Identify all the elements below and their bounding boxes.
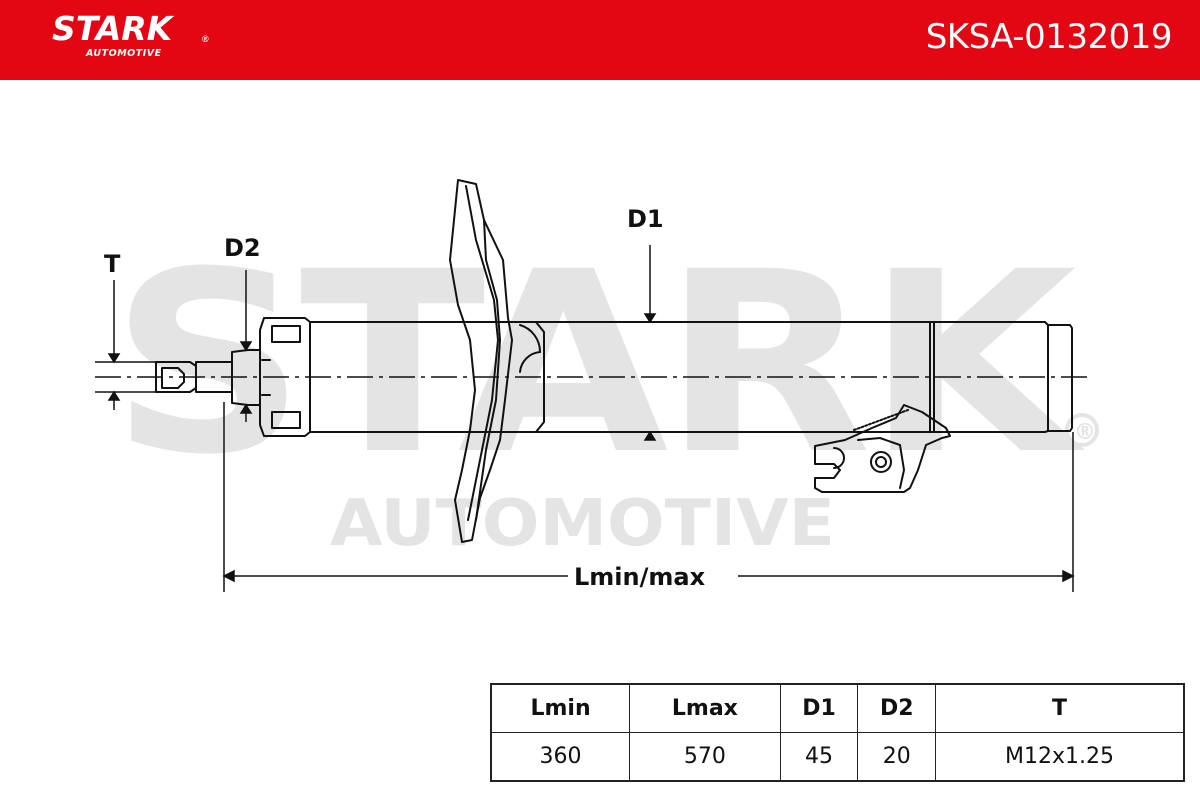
spec-header-row: Lmin Lmax D1 D2 T: [490, 683, 1185, 733]
spring-seat-rib-lower: [475, 339, 501, 521]
collar-notch-mid: [519, 351, 541, 373]
watermark-main: STARK: [110, 218, 1086, 509]
stark-logo: STARK ® AUTOMOTIVE: [52, 9, 209, 60]
spring-seat-inner-edge: [465, 185, 499, 521]
spec-value-row: 360 570 45 20 M12x1.25: [490, 732, 1185, 782]
dim-label-d1: D1: [627, 205, 664, 233]
spec-header-lmin: Lmin: [490, 683, 631, 733]
header-bar: STARK ® AUTOMOTIVE SKSA-0132019: [0, 0, 1200, 80]
damper-end-cap: [929, 321, 1073, 433]
knuckle-bracket: [814, 404, 951, 493]
bracket-bolt-head: [870, 451, 892, 473]
dim-label-length: Lmin/max: [574, 563, 706, 591]
top-mount-tab-lower: [271, 411, 301, 429]
spec-table: Lmin Lmax D1 D2 T 360 570 45 20 M12x1.25: [490, 683, 1185, 782]
top-mount-tab-upper: [271, 325, 301, 343]
d2-arrow-lower: [239, 403, 253, 414]
d2-arrow-upper: [239, 341, 253, 352]
spec-header-lmax: Lmax: [629, 683, 781, 733]
logo-registered-mark: ®: [202, 34, 209, 44]
spec-header-d2: D2: [857, 683, 937, 733]
collar-notch-upper: [519, 324, 542, 353]
dim-label-t: T: [104, 250, 121, 278]
spec-value-lmin: 360: [490, 732, 631, 782]
spec-value-lmax: 570: [629, 732, 781, 782]
spec-value-d1: 45: [779, 732, 859, 782]
bracket-weld-seam: [853, 409, 909, 431]
stabilizer-collar: [511, 321, 545, 433]
l-arrow-right: [1062, 569, 1075, 583]
logo-subtext: AUTOMOTIVE: [86, 48, 162, 59]
spec-header-t: T: [935, 683, 1185, 733]
d1-arrow-lower: [643, 430, 657, 441]
watermark-registered-mark: ®: [1074, 420, 1096, 445]
spring-seat-rib-upper: [483, 219, 501, 341]
watermark-sub: AUTOMOTIVE: [330, 487, 835, 561]
spring-seat-plate: [449, 179, 513, 543]
bracket-inner-edge: [857, 437, 905, 489]
watermark: STARK AUTOMOTIVE ®: [110, 218, 1099, 561]
rod-collar: [231, 349, 261, 406]
bracket-slot: [833, 447, 845, 469]
t-arrow-upper: [107, 353, 121, 364]
spec-value-t: M12x1.25: [935, 732, 1185, 782]
dim-label-d2: D2: [224, 234, 261, 262]
spec-value-d2: 20: [857, 732, 937, 782]
t-arrow-lower: [107, 390, 121, 401]
rod-hex-socket: [161, 367, 185, 389]
top-mount-housing: [259, 317, 311, 437]
d1-arrow-upper: [643, 313, 657, 324]
l-arrow-left: [222, 569, 235, 583]
logo-text: STARK: [52, 9, 173, 48]
part-number: SKSA-0132019: [925, 17, 1173, 57]
spec-header-d1: D1: [779, 683, 859, 733]
bracket-bolt-hole: [875, 456, 887, 468]
